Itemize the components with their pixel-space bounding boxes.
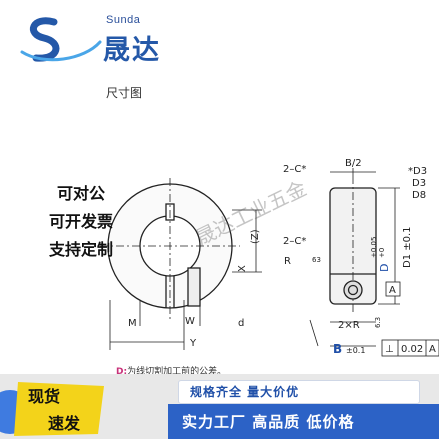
sunda-logo-icon	[20, 17, 102, 62]
label-dia-small: D	[378, 264, 391, 272]
label-top-chamfer: 2–C*	[283, 164, 306, 175]
promo-line-1: 可对公	[56, 184, 105, 203]
label-d3b: D3	[412, 178, 426, 189]
shaft-collar-drawing: 2–C* B/2 *D3 D3 D8 (Z) X 2–C* R 63 D +0.…	[100, 158, 439, 357]
banner-main-text: 实力工厂 高品质 低价格	[182, 413, 355, 431]
front-view	[100, 178, 240, 320]
label-tol-plus: +0.05	[370, 237, 378, 258]
label-b-tol: ±0.1	[346, 346, 365, 355]
label-datum: A	[389, 285, 396, 296]
label-angle: 63	[312, 256, 321, 264]
logo-chinese: 晟达	[103, 35, 161, 66]
banner-top-text: 规格齐全 量大价优	[190, 385, 300, 399]
label-b-half: B/2	[345, 158, 362, 169]
note-text: 为线切割加工前的公差。	[127, 367, 227, 377]
label-perp-ref: A	[429, 344, 436, 355]
side-view	[329, 176, 377, 314]
promo-line-3: 支持定制	[48, 240, 113, 259]
stock-badge-icon	[0, 382, 104, 436]
section-title: 尺寸图	[106, 86, 143, 100]
banner-main-bar	[168, 404, 439, 439]
label-d1: D1 ±0.1	[402, 226, 413, 268]
label-d3a: *D3	[408, 166, 427, 177]
label-b: B	[333, 342, 342, 356]
label-small-d: d	[238, 318, 244, 329]
badge-line-2: 速发	[48, 414, 81, 433]
label-tol-zero: +0	[378, 248, 386, 258]
label-m: M	[128, 318, 137, 329]
label-y: Y	[189, 338, 197, 349]
label-two-r: 2×R	[338, 320, 360, 331]
badge-line-1: 现货	[28, 387, 61, 406]
label-r: R	[284, 256, 291, 267]
label-w: W	[185, 316, 195, 327]
note-key: D:	[116, 367, 128, 377]
promo-line-2: 可开发票	[48, 212, 113, 231]
label-corner: 6.3	[374, 317, 382, 328]
label-z: (Z)	[250, 229, 261, 244]
label-perp: ⊥	[385, 344, 394, 355]
label-d8: D8	[412, 190, 426, 201]
tolerance-note: D:为线切割加工前的公差。	[116, 364, 226, 377]
banner-top-bar	[178, 380, 420, 404]
logo-latin: Sunda	[106, 14, 141, 26]
label-perp-val: 0.02	[401, 344, 423, 355]
label-x: X	[237, 265, 248, 272]
label-mid-chamfer: 2–C*	[283, 236, 306, 247]
